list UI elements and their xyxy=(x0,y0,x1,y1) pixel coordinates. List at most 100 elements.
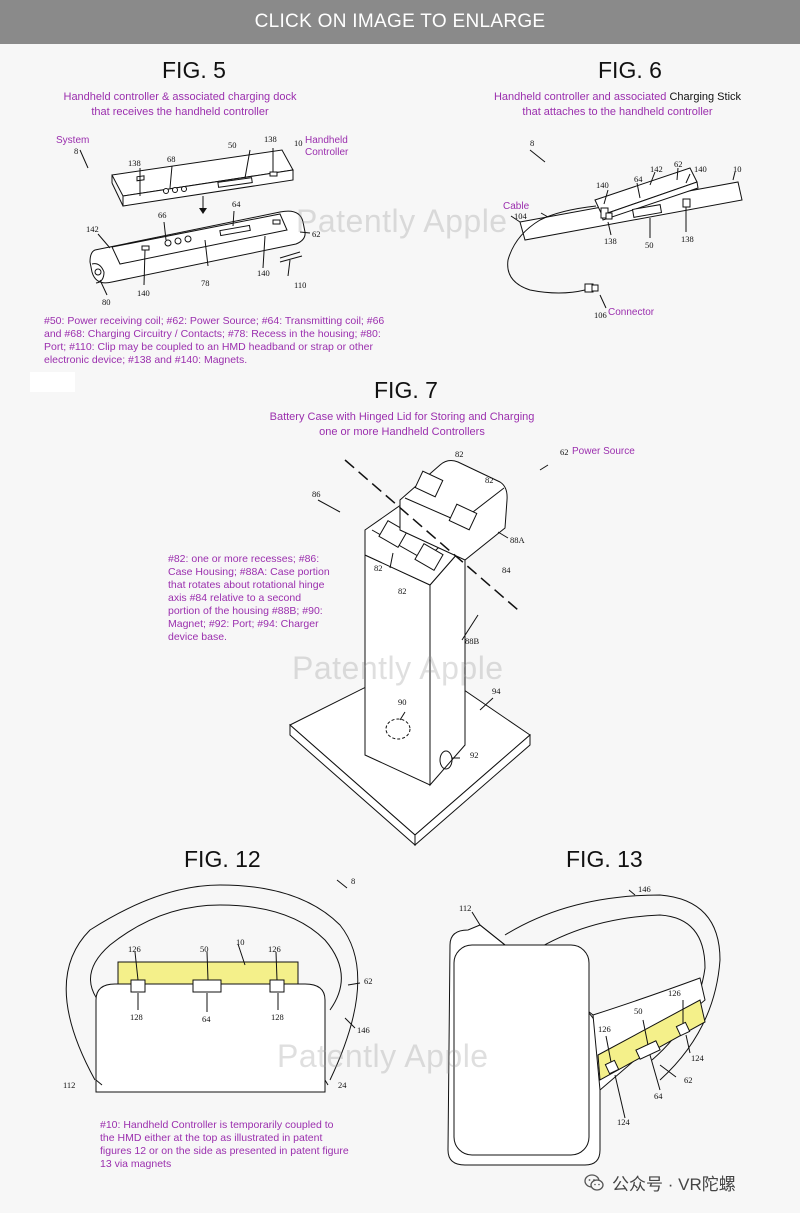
wechat-account[interactable]: 公众号 · VR陀螺 xyxy=(584,1170,736,1195)
ref-label: 142 xyxy=(86,224,99,234)
fig12-title: FIG. 12 xyxy=(184,846,261,872)
fig12-strap xyxy=(65,884,359,1081)
ref-label: 138 xyxy=(264,134,277,144)
fig7-note-line: portion of the housing #88B; #90: xyxy=(168,605,323,617)
ref-label: 50 xyxy=(228,140,237,150)
fig7-power-label: Power Source xyxy=(572,446,635,457)
ref-label: 10 xyxy=(236,937,245,947)
ref-label: 88B xyxy=(465,636,480,646)
fig12-note: #10: Handheld Controller is temporarily … xyxy=(100,1119,390,1171)
fig5-note: #50: Power receiving coil; #62: Power So… xyxy=(44,315,414,367)
ref-label: 112 xyxy=(459,903,472,913)
watermark: Patently Apple xyxy=(292,650,504,686)
fig5-caption: Handheld controller & associated chargin… xyxy=(40,90,320,120)
ref-label: 126 xyxy=(128,944,141,954)
fig5-note-line: #50: Power receiving coil; #62: Power So… xyxy=(44,315,385,327)
ref-label: 90 xyxy=(398,697,407,707)
ref-label: 128 xyxy=(130,1012,143,1022)
ref-label: 104 xyxy=(514,211,527,221)
ref-label: 128 xyxy=(271,1012,284,1022)
fig7-caption: Battery Case with Hinged Lid for Storing… xyxy=(238,410,566,440)
fig12-headset xyxy=(95,983,326,1093)
ref-label: 50 xyxy=(645,240,654,250)
fig5-dock xyxy=(89,210,306,284)
ref-label: 66 xyxy=(158,210,167,220)
ref-label: 126 xyxy=(268,944,281,954)
fig6-title: FIG. 6 xyxy=(598,57,662,83)
ref-label: 62 xyxy=(364,976,373,986)
fig7-drawing xyxy=(289,459,549,847)
fig13-title: FIG. 13 xyxy=(566,846,643,872)
fig7-note: #82: one or more recesses; #86: Case Hou… xyxy=(168,553,368,644)
ref-label: 68 xyxy=(167,154,176,164)
fig7-note-line: #82: one or more recesses; #86: xyxy=(168,553,320,565)
ref-label: 24 xyxy=(338,1080,347,1090)
ref-label: 82 xyxy=(398,586,407,596)
watermark: Patently Apple xyxy=(277,1038,489,1074)
fig12-note-line: #10: Handheld Controller is temporarily … xyxy=(100,1119,334,1131)
fig5-handheld-label: Handheld Controller xyxy=(305,135,348,159)
ref-label: 62 xyxy=(312,229,321,239)
ref-label: 64 xyxy=(202,1014,211,1024)
fig12-drawing xyxy=(65,879,361,1093)
fig7-title: FIG. 7 xyxy=(374,377,438,403)
ref-label: 138 xyxy=(681,234,694,244)
ref-label: 50 xyxy=(200,944,209,954)
ref-label: 82 xyxy=(455,449,464,459)
fig6-cable-label: Cable xyxy=(503,201,530,212)
fig6-caption-pre: Handheld controller and associated xyxy=(493,91,670,103)
watermark: Patently Apple xyxy=(296,203,508,239)
fig7-note-line: that rotates about rotational hinge xyxy=(168,579,325,591)
ref-label: 64 xyxy=(654,1091,663,1101)
ref-label: 50 xyxy=(634,1006,643,1016)
fig12-note-line: figures 12 or on the side as presented i… xyxy=(100,1145,349,1157)
fig7-note-line: Case Housing; #88A: Case portion xyxy=(168,566,330,578)
ref-label: 138 xyxy=(604,236,617,246)
fig12-note-line: 13 via magnets xyxy=(100,1158,172,1170)
ref-label: 84 xyxy=(502,565,511,575)
fig5-note-line: and #68: Charging Circuitry / Contacts; … xyxy=(44,328,381,340)
ref-label: 64 xyxy=(634,174,643,184)
ref-label: 146 xyxy=(638,884,651,894)
ref-label: 94 xyxy=(492,686,501,696)
ref-label: 62 xyxy=(684,1075,693,1085)
fig5-handheld-line1: Handheld xyxy=(305,135,348,146)
ref-label: 88A xyxy=(510,535,525,545)
fig5-note-line: Port; #110: Clip may be coupled to an HM… xyxy=(44,341,373,353)
fig6-caption-line2: that attaches to the handheld controller xyxy=(522,106,713,118)
fig6-caption-bold: Charging Stick xyxy=(669,91,742,103)
fig5-caption-line2: that receives the handheld controller xyxy=(91,106,269,118)
fig5-system-label: System xyxy=(56,135,90,146)
ref-label: 140 xyxy=(694,164,707,174)
fig5-drawing xyxy=(79,148,311,296)
ref-label: 140 xyxy=(596,180,609,190)
ref-label: 138 xyxy=(128,158,141,168)
ref-label: 10 xyxy=(294,138,303,148)
ref-label: 80 xyxy=(102,297,111,307)
fig6-connector-label: Connector xyxy=(608,307,655,318)
ref-label: 124 xyxy=(691,1053,704,1063)
ref-label: 86 xyxy=(312,489,321,499)
enlarge-banner[interactable]: CLICK ON IMAGE TO ENLARGE xyxy=(0,0,800,44)
ref-label: 82 xyxy=(374,563,383,573)
ref-label: 124 xyxy=(617,1117,630,1127)
ref-label: 8 xyxy=(74,146,79,156)
fig5-title: FIG. 5 xyxy=(162,57,226,83)
ref-label: 146 xyxy=(357,1025,370,1035)
ref-label: 62 xyxy=(560,447,569,457)
ref-label: 110 xyxy=(294,280,307,290)
fig13-drawing xyxy=(447,889,721,1166)
ref-label: 140 xyxy=(257,268,270,278)
ref-label: 8 xyxy=(351,876,356,886)
wechat-icon xyxy=(584,1173,604,1191)
ref-label: 62 xyxy=(674,159,683,169)
fig7-note-line: axis #84 relative to a second xyxy=(168,592,302,604)
ref-label: 126 xyxy=(668,988,681,998)
ref-label: 78 xyxy=(201,278,210,288)
blank-patch xyxy=(30,372,75,392)
ref-label: 82 xyxy=(485,475,494,485)
ref-label: 8 xyxy=(530,138,535,148)
fig13-controller xyxy=(597,999,706,1081)
wechat-text: 公众号 · VR陀螺 xyxy=(612,1175,736,1194)
